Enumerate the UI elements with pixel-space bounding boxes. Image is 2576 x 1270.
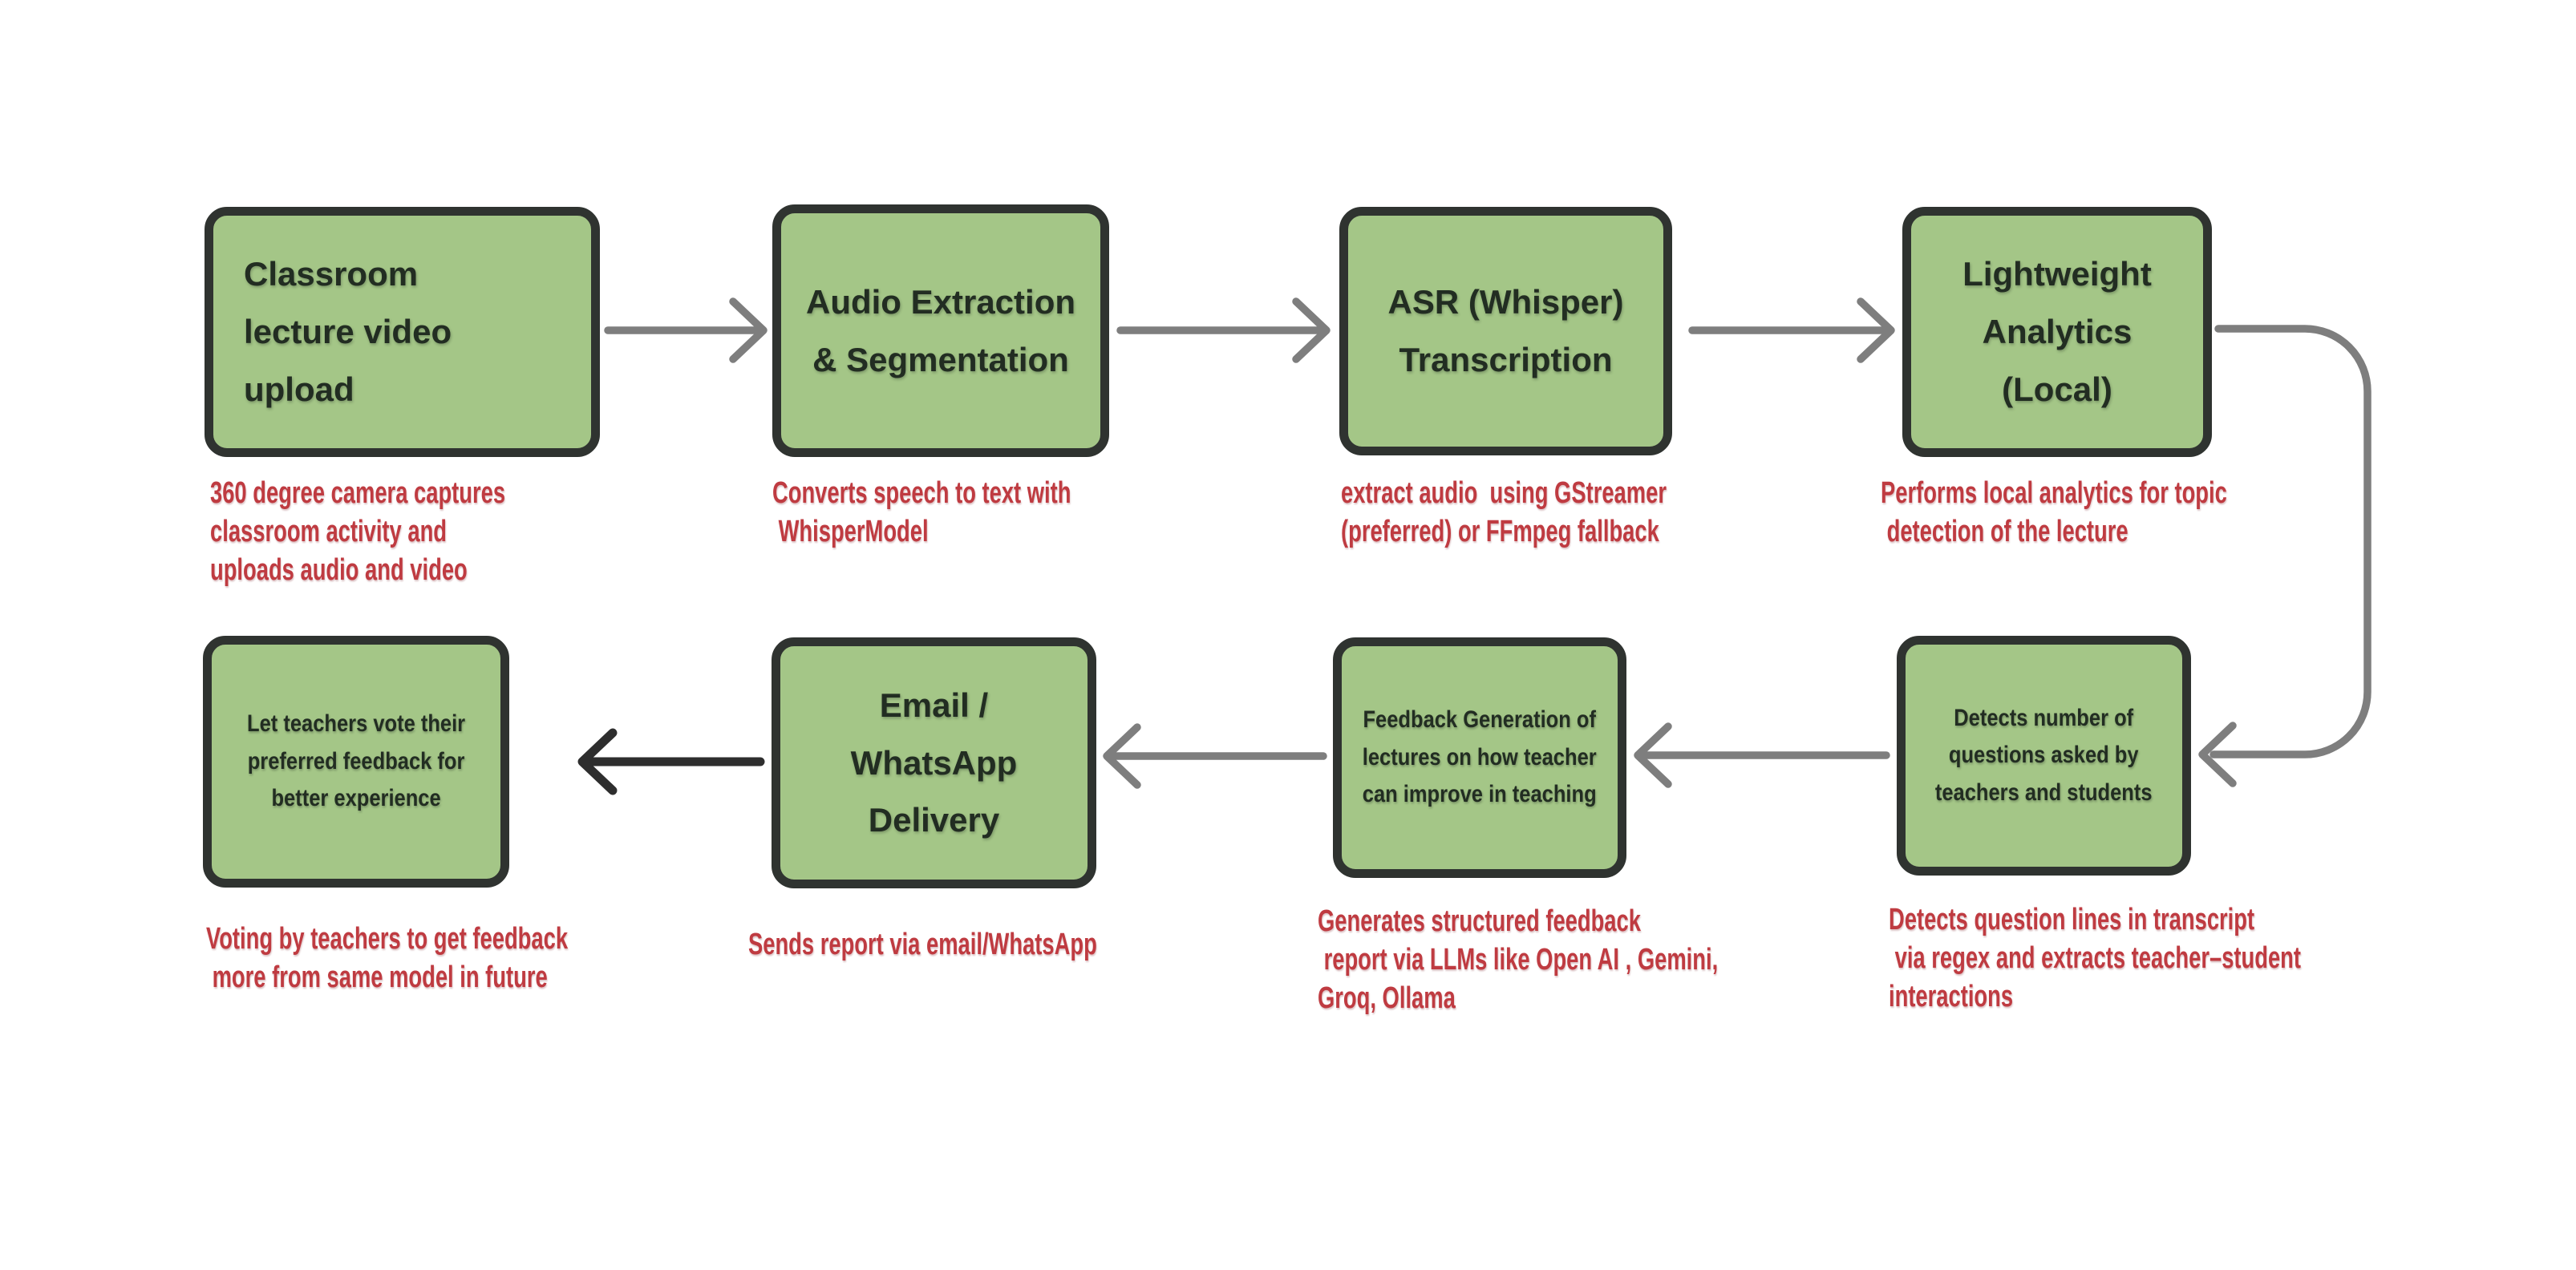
node-delivery-title: Email / WhatsApp Delivery — [850, 686, 1018, 839]
arrow-feedback-to-delivery — [1103, 723, 1327, 789]
node-lightweight-analytics: Lightweight Analytics (Local) — [1902, 207, 2212, 457]
note-lightweight-analytics: Performs local analytics for topic detec… — [1881, 476, 2227, 548]
note-audio-extraction: Converts speech to text with WhisperMode… — [772, 476, 1071, 548]
note-classroom-upload: 360 degree camera captures classroom act… — [210, 476, 506, 587]
node-classroom-upload-title: Classroom lecture video upload — [244, 255, 452, 408]
node-asr-transcription-title: ASR (Whisper) Transcription — [1387, 283, 1624, 378]
node-delivery: Email / WhatsApp Delivery — [772, 637, 1096, 888]
note-asr-transcription: extract audio using GStreamer (preferred… — [1341, 476, 1667, 548]
node-lightweight-analytics-title: Lightweight Analytics (Local) — [1962, 255, 2152, 408]
arrow-delivery-to-voting — [577, 728, 765, 795]
node-classroom-upload: Classroom lecture video upload — [205, 207, 600, 457]
arrow-asr-to-analytics — [1688, 297, 1895, 363]
note-delivery: Sends report via email/WhatsApp — [748, 928, 1097, 961]
node-asr-transcription: ASR (Whisper) Transcription — [1339, 207, 1672, 455]
node-question-detection-title: Detects number of questions asked by tea… — [1935, 704, 2153, 806]
note-feedback-generation: Generates structured feedback report via… — [1318, 904, 1719, 1015]
note-question-detection: Detects question lines in transcript via… — [1889, 903, 2302, 1013]
arrow-questions-to-feedback — [1634, 722, 1890, 788]
node-audio-extraction: Audio Extraction & Segmentation — [772, 204, 1109, 457]
node-audio-extraction-title: Audio Extraction & Segmentation — [805, 282, 1076, 378]
arrow-extraction-to-asr — [1116, 297, 1331, 363]
arrow-analytics-to-questions-loop — [2198, 325, 2371, 787]
node-feedback-generation: Feedback Generation of lectures on how t… — [1333, 637, 1626, 878]
node-teacher-voting: Let teachers vote their preferred feedba… — [203, 636, 509, 888]
node-teacher-voting-title: Let teachers vote their preferred feedba… — [246, 710, 466, 812]
node-feedback-generation-title: Feedback Generation of lectures on how t… — [1363, 706, 1597, 808]
arrow-upload-to-extraction — [604, 297, 768, 363]
node-question-detection: Detects number of questions asked by tea… — [1897, 636, 2191, 876]
note-teacher-voting: Voting by teachers to get feedback more … — [206, 922, 569, 994]
